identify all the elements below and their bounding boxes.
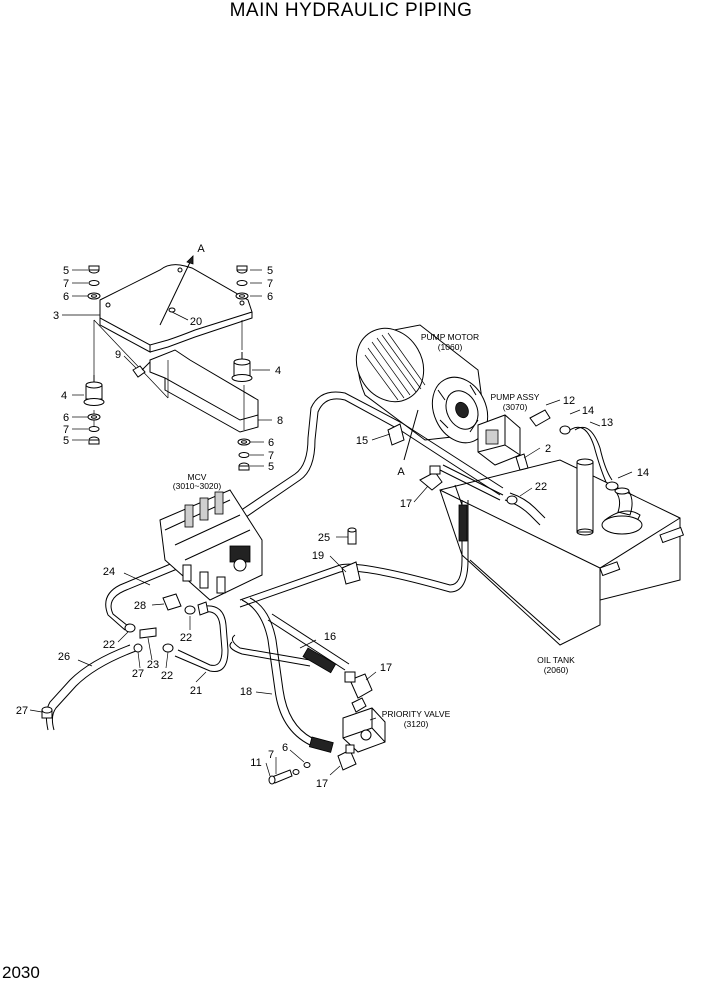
rubber-mount-right bbox=[231, 352, 253, 382]
callout-6: 6 bbox=[63, 291, 69, 303]
callout-18: 18 bbox=[240, 686, 252, 698]
elbow-17a bbox=[419, 465, 443, 491]
view-arrow-a bbox=[403, 409, 419, 461]
mcv-valve bbox=[159, 489, 263, 601]
motor-mount-bracket bbox=[93, 255, 259, 433]
oil-tank-ref: (2060) bbox=[544, 665, 569, 675]
callout-9: 9 bbox=[115, 349, 121, 361]
pump-motor-label: PUMP MOTOR bbox=[421, 332, 479, 342]
pump-motor bbox=[355, 324, 489, 444]
fitting-12 bbox=[529, 409, 571, 435]
callout-17: 17 bbox=[316, 778, 328, 790]
callout-20: 20 bbox=[190, 316, 202, 328]
bolt-2 bbox=[515, 453, 529, 471]
hose-16 bbox=[267, 613, 350, 674]
callouts: 5 7 6 3 5 7 6 20 9 4 4 8 6 7 5 6 7 5 12 … bbox=[16, 265, 649, 790]
callout-7: 7 bbox=[63, 424, 69, 436]
callout-5: 5 bbox=[268, 461, 274, 473]
callout-11: 11 bbox=[250, 757, 261, 769]
hose-18 bbox=[241, 597, 334, 753]
callout-4: 4 bbox=[275, 365, 281, 377]
callout-5: 5 bbox=[63, 265, 69, 277]
washer-stack-right-bottom bbox=[237, 438, 251, 471]
callout-15: 15 bbox=[356, 435, 368, 447]
elbow-17c bbox=[337, 744, 357, 771]
callout-2: 2 bbox=[545, 443, 551, 455]
pump-hose bbox=[454, 484, 468, 545]
priority-valve bbox=[342, 697, 386, 753]
callout-6: 6 bbox=[267, 291, 273, 303]
clamp-22a bbox=[506, 495, 518, 505]
callout-22: 22 bbox=[180, 632, 192, 644]
pump-motor-ref: (1060) bbox=[438, 342, 463, 352]
bolt-11 bbox=[268, 762, 311, 785]
pipe-bracket-19 bbox=[341, 561, 361, 585]
callout-4: 4 bbox=[61, 390, 67, 402]
elbow-17b bbox=[344, 671, 373, 699]
callout-7: 7 bbox=[268, 450, 274, 462]
callout-16: 16 bbox=[324, 631, 336, 643]
leader-lines bbox=[29, 269, 633, 777]
pump-assy-label: PUMP ASSY bbox=[491, 392, 540, 402]
washer-stack-right-top bbox=[235, 265, 249, 300]
oil-tank-label: OIL TANK bbox=[537, 655, 575, 665]
callout-26: 26 bbox=[58, 651, 70, 663]
callout-22: 22 bbox=[535, 481, 547, 493]
plug-25 bbox=[347, 527, 357, 545]
pump-assy bbox=[477, 414, 521, 466]
oil-tank bbox=[439, 458, 685, 646]
callout-8: 8 bbox=[277, 415, 283, 427]
callout-22: 22 bbox=[103, 639, 115, 651]
mcv-label: MCV bbox=[188, 472, 207, 482]
callout-25: 25 bbox=[318, 532, 330, 544]
callout-17: 17 bbox=[380, 662, 392, 674]
priority-valve-ref: (3120) bbox=[404, 719, 429, 729]
callout-14: 14 bbox=[582, 405, 594, 417]
callout-19: 19 bbox=[312, 550, 324, 562]
view-marker-a-top: A bbox=[197, 243, 205, 255]
callout-21: 21 bbox=[190, 685, 202, 697]
callout-6: 6 bbox=[282, 742, 288, 754]
callout-7: 7 bbox=[63, 278, 69, 290]
mcv-fittings bbox=[41, 593, 209, 719]
mcv-ref: (3010~3020) bbox=[173, 481, 222, 491]
priority-valve-label: PRIORITY VALVE bbox=[382, 709, 451, 719]
bolt-9 bbox=[132, 361, 151, 378]
callout-23: 23 bbox=[147, 659, 159, 671]
page-title: MAIN HYDRAULIC PIPING bbox=[229, 0, 473, 21]
view-marker-a-bottom: A bbox=[397, 466, 405, 478]
clamp-15 bbox=[387, 423, 405, 446]
washer-stack-left-bottom bbox=[87, 413, 101, 445]
callout-3: 3 bbox=[53, 310, 59, 322]
callout-7: 7 bbox=[267, 278, 273, 290]
callout-13: 13 bbox=[601, 417, 613, 429]
callout-7: 7 bbox=[268, 749, 274, 761]
callout-27: 27 bbox=[16, 705, 28, 717]
callout-12: 12 bbox=[563, 395, 575, 407]
pump-assy-ref: (3070) bbox=[503, 402, 528, 412]
callout-5: 5 bbox=[63, 435, 69, 447]
page-number: 2030 bbox=[2, 963, 40, 982]
callout-28: 28 bbox=[134, 600, 146, 612]
callout-24: 24 bbox=[103, 566, 115, 578]
rubber-mount-left bbox=[83, 375, 105, 406]
main-pipes bbox=[45, 391, 504, 731]
callout-6: 6 bbox=[268, 437, 274, 449]
callout-27: 27 bbox=[132, 668, 144, 680]
callout-17: 17 bbox=[400, 498, 412, 510]
washer-stack-left-top bbox=[87, 265, 101, 300]
callout-14: 14 bbox=[637, 467, 649, 479]
clamp-14b bbox=[605, 481, 619, 491]
callout-5: 5 bbox=[267, 265, 273, 277]
callout-6: 6 bbox=[63, 412, 69, 424]
callout-22: 22 bbox=[161, 670, 173, 682]
